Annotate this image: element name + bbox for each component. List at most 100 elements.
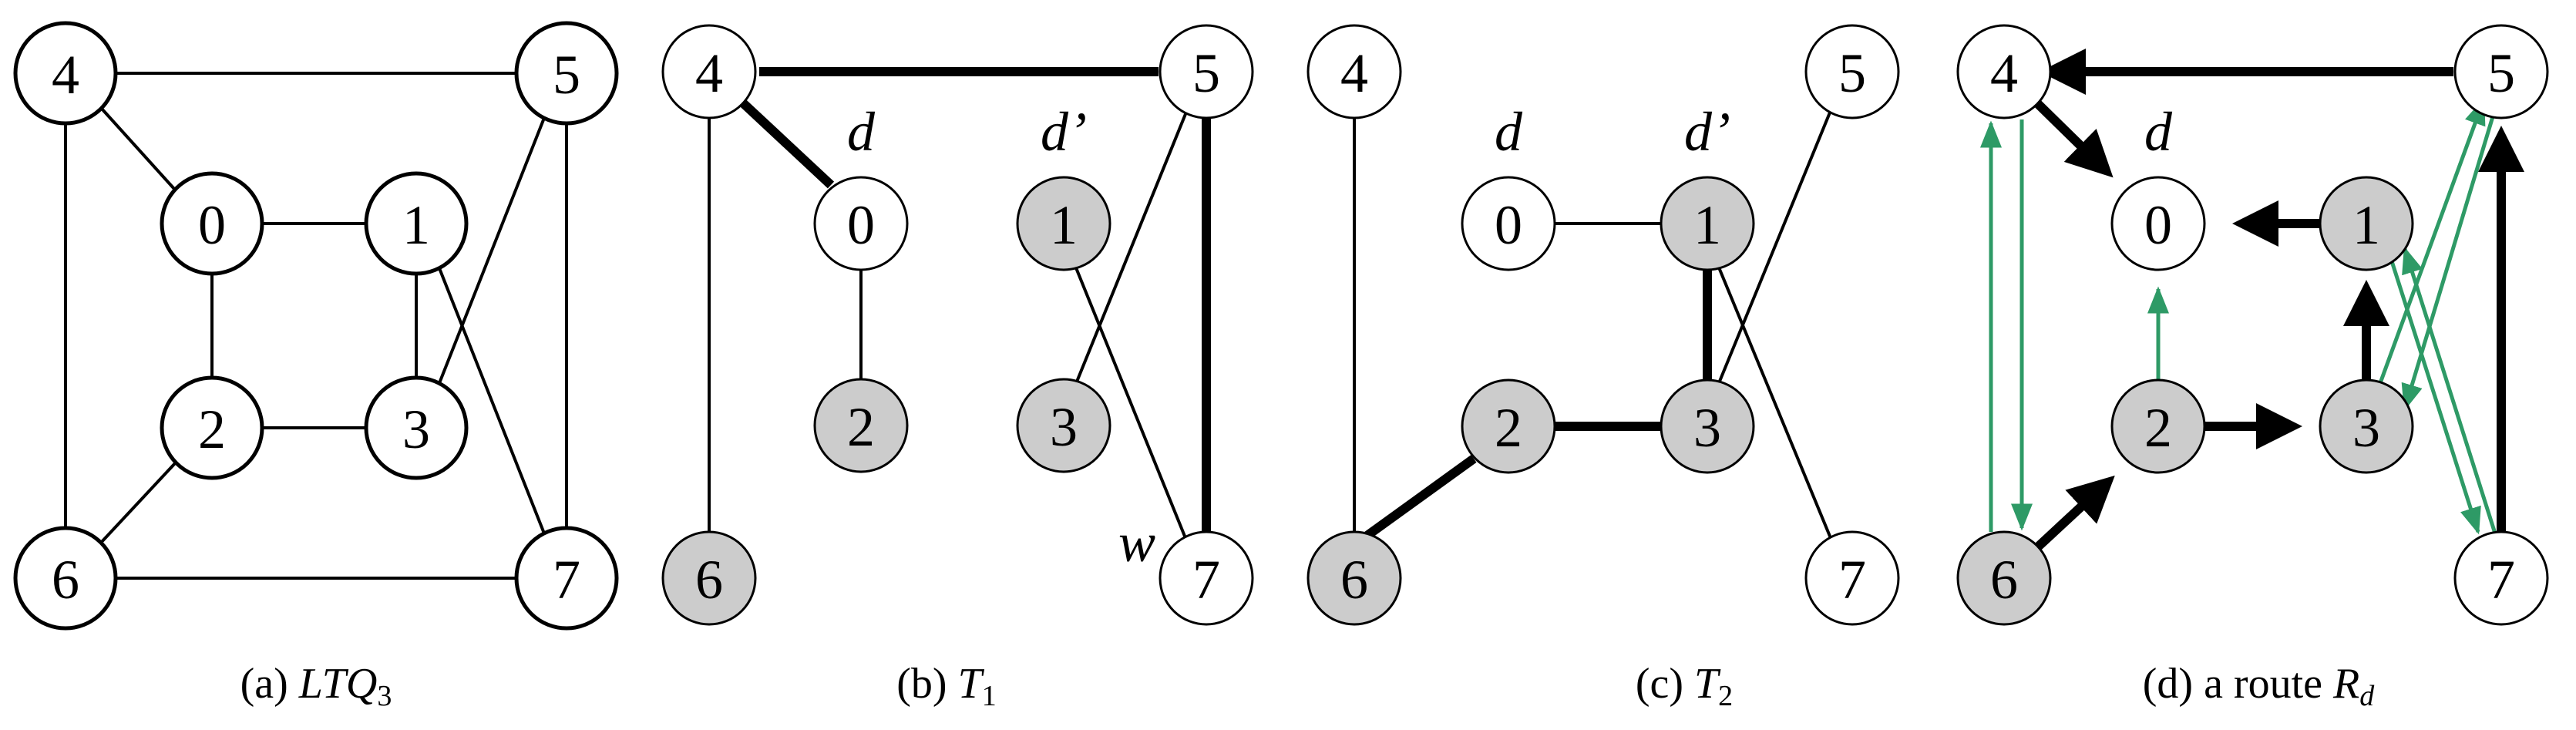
node-b-0 (813, 176, 909, 271)
node-label: 5 (553, 44, 580, 106)
node-b-3 (1016, 378, 1111, 473)
panel-b-nodes (661, 24, 1254, 626)
edge-c-3-5 (1717, 112, 1831, 384)
panel-c-t2: 4 5 0 1 2 3 6 7 d d’ (c) T2 (1306, 24, 1900, 712)
panel-c-nodes (1306, 24, 1900, 626)
green-arrow-d-5-3 (2401, 113, 2496, 412)
node-a-2 (160, 375, 264, 480)
arrow-d-4-0 (2029, 95, 2114, 178)
node-a-3 (364, 375, 469, 480)
panel-a-edges (64, 72, 568, 580)
node-label: 4 (52, 44, 79, 106)
green-arrow-d-1-7 (2385, 246, 2481, 535)
node-label: 1 (1693, 194, 1721, 256)
caption-math: R (2332, 660, 2359, 708)
node-c-7 (1804, 530, 1900, 626)
caption-prefix: (d) a route (2143, 660, 2333, 708)
node-label: 0 (1495, 194, 1522, 256)
caption-subscript: 3 (377, 680, 392, 712)
arrow-d-6-2 (2031, 475, 2115, 553)
node-a-5 (514, 21, 619, 126)
node-label: 5 (1838, 42, 1866, 104)
node-d-7 (2453, 530, 2549, 626)
edge-b-1-7 (1074, 265, 1187, 539)
caption-math: T (1694, 660, 1721, 708)
edge-a-1-7 (438, 267, 546, 534)
node-b-6 (661, 530, 757, 626)
node-c-3 (1660, 378, 1755, 474)
node-label: 3 (1693, 397, 1721, 459)
node-a-7 (514, 526, 619, 631)
label-c-d: d (1495, 101, 1523, 163)
node-label: 3 (2352, 397, 2380, 459)
caption-b: (b) T1 (896, 660, 996, 712)
node-label: 6 (1340, 549, 1368, 611)
caption-subscript: 1 (982, 680, 997, 712)
caption-subscript: d (2359, 680, 2375, 712)
label-d-d: d (2144, 101, 2173, 163)
node-b-7 (1159, 530, 1254, 626)
node-d-5 (2453, 24, 2549, 119)
node-label: 4 (1990, 42, 2018, 104)
node-label: 3 (402, 399, 430, 460)
panel-a-nodes (13, 21, 619, 631)
node-c-4 (1306, 24, 1402, 119)
node-b-1 (1016, 176, 1111, 271)
panel-b-t1: 4 5 0 1 2 3 6 7 d d’ w (b) T1 (661, 24, 1254, 712)
panel-d-node-labels: 4 5 0 1 2 3 6 7 (1990, 42, 2515, 611)
node-d-2 (2110, 378, 2206, 474)
caption-prefix: (b) (896, 660, 957, 708)
node-label: 2 (198, 399, 226, 460)
label-b-d: d (847, 101, 876, 163)
node-label: 0 (198, 194, 226, 256)
node-label: 3 (1050, 396, 1078, 458)
caption-math: T (958, 660, 985, 708)
node-label: 2 (847, 396, 875, 458)
node-label: 2 (1495, 397, 1522, 459)
node-label: 4 (1340, 42, 1368, 104)
panel-b-node-labels: 4 5 0 1 2 3 6 7 (695, 42, 1220, 611)
node-d-4 (1956, 24, 2052, 119)
node-label: 6 (695, 549, 723, 611)
node-label: 1 (2352, 194, 2380, 256)
edge-c-1-7 (1717, 267, 1832, 539)
green-arrow-d-3-5 (2378, 97, 2486, 384)
node-label: 2 (2144, 397, 2172, 459)
node-label: 1 (1050, 194, 1078, 256)
label-b-w: w (1118, 512, 1155, 574)
caption-d: (d) a route Rd (2143, 660, 2375, 712)
node-label: 1 (402, 194, 430, 256)
node-label: 5 (2487, 42, 2515, 104)
panel-d-black-arrows (2029, 49, 2524, 553)
node-label: 7 (553, 549, 580, 611)
node-label: 7 (1192, 549, 1220, 611)
caption-prefix: (a) (240, 660, 299, 708)
node-d-6 (1956, 530, 2052, 626)
node-c-2 (1461, 378, 1556, 474)
node-d-0 (2110, 176, 2206, 271)
edge-a-3-5 (438, 117, 546, 384)
caption-c: (c) T2 (1636, 660, 1733, 712)
green-arrow-d-7-1 (2402, 246, 2497, 534)
node-c-5 (1804, 24, 1900, 119)
node-label: 7 (2487, 549, 2515, 611)
node-a-1 (364, 171, 469, 276)
node-c-6 (1306, 530, 1402, 626)
label-c-dprime: d’ (1684, 101, 1730, 163)
edge-a-2-6 (99, 461, 177, 545)
node-c-0 (1461, 176, 1556, 271)
panel-b-edges (708, 67, 1211, 539)
node-label: 4 (695, 42, 723, 104)
panel-a-ltq3: 4 5 6 7 0 1 2 3 (a) LTQ3 (13, 21, 619, 712)
panel-d-route: 4 5 0 1 2 3 6 7 d (d) a route Rd (1956, 24, 2549, 712)
edge-b-4-0-bold (736, 96, 835, 189)
node-d-1 (2319, 176, 2414, 271)
node-label: 7 (1838, 549, 1866, 611)
panel-d-nodes (1956, 24, 2549, 626)
caption-prefix: (c) (1636, 660, 1694, 708)
node-label: 0 (847, 194, 875, 256)
node-label: 6 (1990, 549, 2018, 611)
panel-c-node-labels: 4 5 0 1 2 3 6 7 (1340, 42, 1866, 611)
panel-c-edges (1346, 112, 1832, 553)
